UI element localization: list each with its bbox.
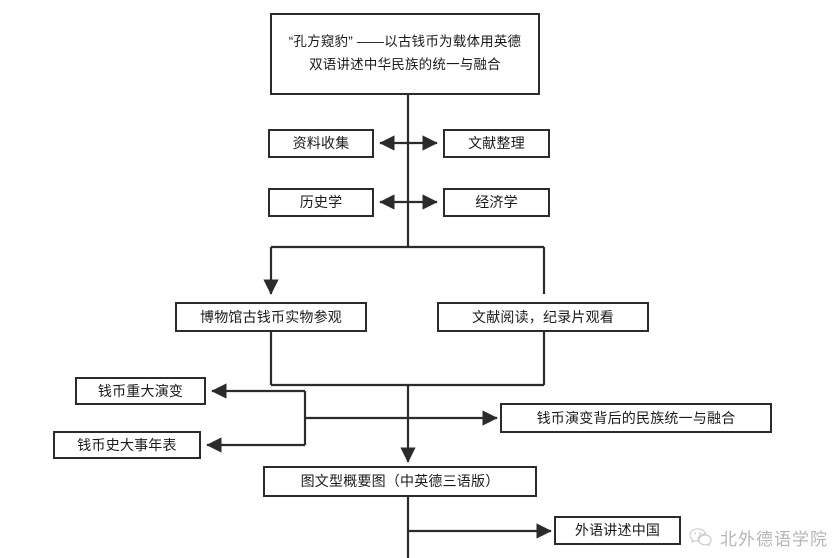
node-coin-chronology-label: 钱币史大事年表 <box>77 436 177 453</box>
wechat-logo-icon <box>689 528 712 547</box>
node-coin-evolution-label: 钱币重大演变 <box>97 382 184 399</box>
node-reading-documentary[interactable]: 文献阅读，纪录片观看 <box>437 302 649 332</box>
watermark-label: 北外德语学院 <box>720 529 828 549</box>
node-data-collection[interactable]: 资料收集 <box>268 129 374 158</box>
node-coin-chronology[interactable]: 钱币史大事年表 <box>53 431 201 459</box>
node-coin-evolution[interactable]: 钱币重大演变 <box>75 377 206 405</box>
node-economics[interactable]: 经济学 <box>443 188 550 217</box>
node-tell-china[interactable]: 外语讲述中国 <box>554 516 681 545</box>
node-economics-label: 经济学 <box>475 194 518 211</box>
node-literature-organize[interactable]: 文献整理 <box>443 129 550 158</box>
node-history-label: 历史学 <box>299 194 343 211</box>
node-museum-visit[interactable]: 博物馆古钱币实物参观 <box>175 302 367 332</box>
node-project-title[interactable]: “孔方窥豹” ——以古钱币为载体用英德 双语讲述中华民族的统一与融合 <box>270 13 540 95</box>
node-project-title-label: “孔方窥豹” ——以古钱币为载体用英德 双语讲述中华民族的统一与融合 <box>288 34 522 72</box>
node-literature-organize-label: 文献整理 <box>468 135 525 152</box>
node-tell-china-label: 外语讲述中国 <box>574 522 661 539</box>
node-museum-visit-label: 博物馆古钱币实物参观 <box>200 308 342 325</box>
node-trilingual-overview-label: 图文型概要图（中英德三语版） <box>300 473 500 490</box>
node-reading-documentary-label: 文献阅读，纪录片观看 <box>472 308 614 325</box>
watermark: 北外德语学院 <box>687 524 828 550</box>
node-ethnic-unity[interactable]: 钱币演变背后的民族统一与融合 <box>500 403 772 433</box>
node-history[interactable]: 历史学 <box>268 188 374 217</box>
node-trilingual-overview[interactable]: 图文型概要图（中英德三语版） <box>263 466 537 497</box>
node-ethnic-unity-label: 钱币演变背后的民族统一与融合 <box>536 409 736 426</box>
node-data-collection-label: 资料收集 <box>292 135 350 152</box>
